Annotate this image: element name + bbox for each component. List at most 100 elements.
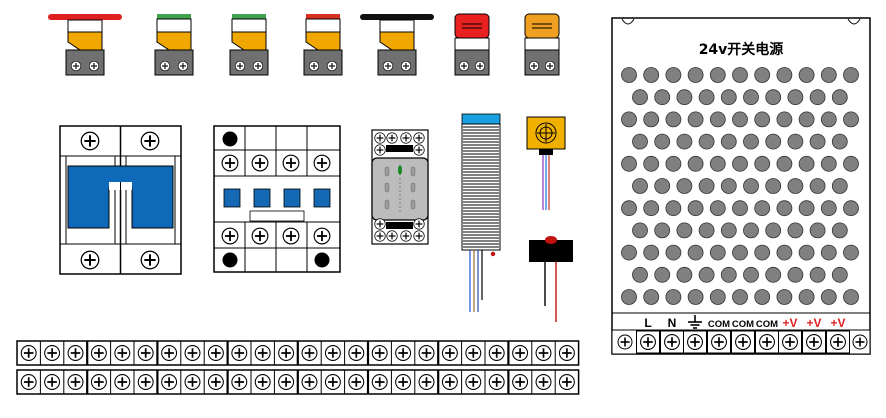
terminal-screw[interactable]	[277, 344, 295, 362]
button-screw[interactable]	[400, 60, 412, 72]
terminal-screw[interactable]	[43, 344, 61, 362]
psu-terminal-screw[interactable]	[710, 333, 728, 351]
terminal-screw[interactable]	[254, 373, 271, 391]
button-cap[interactable]	[360, 14, 434, 20]
terminal-screw[interactable]	[324, 344, 342, 362]
terminal-screw[interactable]	[301, 344, 318, 362]
terminal-screw[interactable]	[511, 344, 529, 362]
breaker-screw[interactable]	[80, 250, 100, 270]
circuit-breaker[interactable]	[59, 125, 182, 275]
lamp-screw[interactable]	[544, 60, 556, 72]
button-screw[interactable]	[177, 60, 189, 72]
contactor-screw[interactable]	[221, 154, 239, 172]
terminal-screw[interactable]	[114, 344, 131, 362]
terminal-screw[interactable]	[207, 373, 225, 391]
button-cap[interactable]	[232, 14, 266, 19]
terminal-screw[interactable]	[371, 344, 388, 362]
contactor-screw[interactable]	[313, 227, 331, 245]
yellow-indicator-lamp[interactable]	[524, 13, 560, 76]
button-cap[interactable]	[306, 14, 340, 19]
button-cap[interactable]	[157, 14, 191, 19]
terminal-screw[interactable]	[207, 344, 225, 362]
terminal-screw[interactable]	[184, 373, 201, 391]
button-screw[interactable]	[159, 60, 171, 72]
terminal-screw[interactable]	[418, 373, 435, 391]
terminal-screw[interactable]	[114, 373, 131, 391]
terminal-screw[interactable]	[465, 344, 482, 362]
terminal-screw[interactable]	[90, 373, 108, 391]
terminal-screw[interactable]	[488, 373, 505, 391]
button-screw[interactable]	[88, 60, 100, 72]
terminal-screw[interactable]	[511, 373, 529, 391]
contactor-screw[interactable]	[221, 227, 239, 245]
contactor-screw[interactable]	[313, 154, 331, 172]
terminal-screw[interactable]	[441, 344, 459, 362]
terminal-screw[interactable]	[558, 344, 576, 362]
terminal-screw[interactable]	[394, 344, 412, 362]
button-screw[interactable]	[252, 60, 264, 72]
photoelectric-probe[interactable]	[529, 236, 573, 322]
terminal-screw[interactable]	[324, 373, 342, 391]
terminal-screw[interactable]	[418, 344, 435, 362]
psu-mount-screw[interactable]	[852, 334, 868, 350]
terminal-screw[interactable]	[348, 344, 365, 362]
breaker-screw[interactable]	[80, 131, 100, 151]
terminal-screw[interactable]	[231, 373, 248, 391]
button-screw[interactable]	[70, 60, 82, 72]
terminal-screw[interactable]	[254, 344, 271, 362]
psu-terminal-screw[interactable]	[829, 333, 847, 351]
red-indicator-lamp[interactable]	[454, 13, 490, 76]
psu-mount-screw[interactable]	[617, 334, 633, 350]
terminal-screw[interactable]	[231, 344, 248, 362]
breaker-screw[interactable]	[140, 250, 160, 270]
potentiometer[interactable]	[526, 116, 566, 210]
terminal-screw[interactable]	[535, 373, 552, 391]
terminal-screw[interactable]	[348, 373, 365, 391]
psu-terminal-screw[interactable]	[805, 333, 823, 351]
terminal-screw[interactable]	[535, 344, 552, 362]
breaker-screw[interactable]	[140, 131, 160, 151]
proximity-sensor[interactable]	[461, 113, 501, 312]
contactor-screw[interactable]	[251, 227, 269, 245]
terminal-screw[interactable]	[67, 344, 84, 362]
terminal-screw[interactable]	[43, 373, 61, 391]
emergency-stop-button[interactable]	[48, 14, 122, 76]
lamp-screw[interactable]	[458, 60, 470, 72]
terminal-screw[interactable]	[184, 344, 201, 362]
button-screw[interactable]	[382, 60, 394, 72]
terminal-screw[interactable]	[90, 344, 108, 362]
terminal-screw[interactable]	[160, 373, 178, 391]
terminal-screw[interactable]	[137, 344, 154, 362]
psu-terminal-screw[interactable]	[686, 333, 704, 351]
red-button[interactable]	[303, 14, 343, 76]
stop-button[interactable]	[154, 14, 194, 76]
button-screw[interactable]	[234, 60, 246, 72]
button-screw[interactable]	[308, 60, 320, 72]
terminal-screw[interactable]	[441, 373, 459, 391]
black-button[interactable]	[360, 14, 434, 76]
contactor-screw[interactable]	[251, 154, 269, 172]
terminal-screw[interactable]	[371, 373, 388, 391]
terminal-screw[interactable]	[465, 373, 482, 391]
terminal-screw[interactable]	[394, 373, 412, 391]
ac-contactor[interactable]	[213, 125, 341, 273]
psu-terminal-screw[interactable]	[758, 333, 776, 351]
psu-terminal-screw[interactable]	[663, 333, 681, 351]
terminal-screw[interactable]	[20, 373, 37, 391]
relay-with-socket[interactable]	[371, 129, 429, 245]
psu-terminal-screw[interactable]	[781, 333, 799, 351]
terminal-screw[interactable]	[301, 373, 318, 391]
terminal-screw[interactable]	[277, 373, 295, 391]
button-screw[interactable]	[326, 60, 338, 72]
lamp-screw[interactable]	[528, 60, 540, 72]
contactor-screw[interactable]	[282, 154, 300, 172]
terminal-screw[interactable]	[558, 373, 576, 391]
start-button[interactable]	[229, 14, 269, 76]
lamp-screw[interactable]	[474, 60, 486, 72]
psu-terminal-screw[interactable]	[734, 333, 752, 351]
terminal-screw[interactable]	[160, 344, 178, 362]
terminal-screw[interactable]	[20, 344, 37, 362]
button-cap[interactable]	[48, 14, 122, 20]
terminal-screw[interactable]	[137, 373, 154, 391]
